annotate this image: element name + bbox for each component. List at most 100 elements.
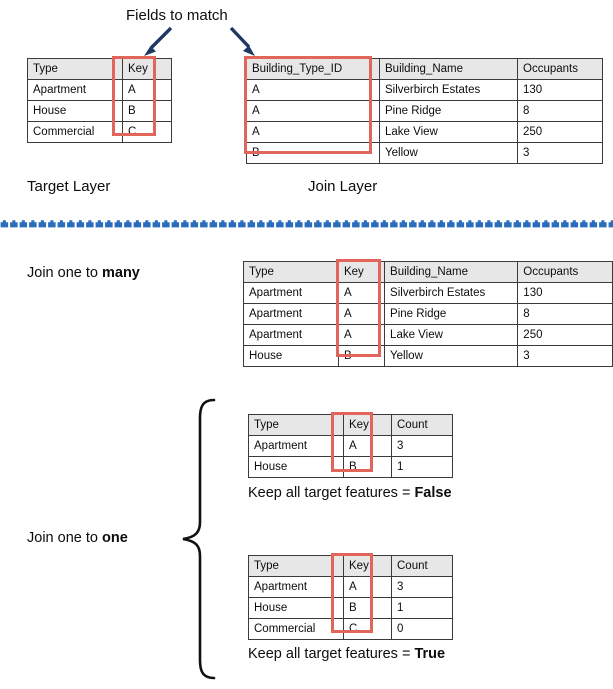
cell-building-name: Lake View <box>379 121 518 143</box>
cell-occupants: 250 <box>517 324 613 346</box>
cell-key: A <box>337 324 386 346</box>
cell-type: House <box>243 345 339 367</box>
keep-all-target-features-true: Keep all target features = True <box>248 645 445 663</box>
column-header-key: Key <box>122 58 172 80</box>
table-row: A Lake View 250 <box>246 121 603 143</box>
table-row: Apartment A Lake View 250 <box>243 324 613 346</box>
cell-type: Apartment <box>243 282 339 304</box>
one-to-one-true-table: Type Key Count Apartment A 3 House B 1 C… <box>248 555 453 640</box>
cell-occupants: 8 <box>517 100 603 122</box>
cell-type: House <box>248 597 344 619</box>
table-row: Apartment A 3 <box>248 435 453 457</box>
cell-type: Commercial <box>27 121 123 143</box>
table-header-row: Type Key Building_Name Occupants <box>243 261 613 283</box>
cell-key: B <box>343 456 392 478</box>
cell-type: Apartment <box>243 303 339 325</box>
table-header-row: Type Key Count <box>248 555 453 577</box>
cell-key: C <box>343 618 392 640</box>
one-to-one-false-table-wrapper: Type Key Count Apartment A 3 House B 1 <box>248 414 453 478</box>
cell-key: B <box>343 597 392 619</box>
cell-type: House <box>27 100 123 122</box>
cell-building-type-id: A <box>246 79 380 101</box>
cell-type: Apartment <box>27 79 123 101</box>
table-header-row: Type Key <box>27 58 172 80</box>
column-header-count: Count <box>391 555 453 577</box>
column-header-type: Type <box>248 555 344 577</box>
column-header-type: Type <box>248 414 344 436</box>
cell-building-name: Silverbirch Estates <box>384 282 519 304</box>
cell-count: 3 <box>391 435 453 457</box>
join-one-to-many-label-emphasis: many <box>101 265 140 281</box>
table-row: Commercial C <box>27 121 172 143</box>
cell-occupants: 130 <box>517 79 603 101</box>
target-layer-table-wrapper: Type Key Apartment A House B Commercial … <box>27 58 172 143</box>
target-layer-table: Type Key Apartment A House B Commercial … <box>27 58 172 143</box>
join-layer-table-wrapper: Building_Type_ID Building_Name Occupants… <box>246 58 603 164</box>
one-to-one-true-table-wrapper: Type Key Count Apartment A 3 House B 1 C… <box>248 555 453 640</box>
column-header-occupants: Occupants <box>517 261 613 283</box>
cell-key: B <box>122 100 172 122</box>
table-header-row: Building_Type_ID Building_Name Occupants <box>246 58 603 80</box>
cell-key: A <box>337 282 386 304</box>
cell-count: 1 <box>391 456 453 478</box>
table-row: A Silverbirch Estates 130 <box>246 79 603 101</box>
cell-building-name: Pine Ridge <box>384 303 519 325</box>
table-row: House B 1 <box>248 456 453 478</box>
cell-building-type-id: B <box>246 142 380 164</box>
keep-true-value: True <box>414 646 446 662</box>
arrow-down-right-icon <box>144 26 173 56</box>
table-row: Apartment A <box>27 79 172 101</box>
keep-false-value: False <box>414 485 452 501</box>
cell-type: Apartment <box>243 324 339 346</box>
table-row: B Yellow 3 <box>246 142 603 164</box>
cell-occupants: 3 <box>517 142 603 164</box>
arrow-left-wrapper <box>144 26 173 56</box>
join-one-to-many-label-text: Join one to <box>27 265 102 281</box>
cell-building-name: Lake View <box>384 324 519 346</box>
join-one-to-one-label-emphasis: one <box>101 530 128 546</box>
column-header-key: Key <box>343 555 392 577</box>
cell-building-name: Silverbirch Estates <box>379 79 518 101</box>
column-header-type: Type <box>27 58 123 80</box>
page-title: Fields to match <box>126 7 228 24</box>
cell-type: House <box>248 456 344 478</box>
cell-key: A <box>343 435 392 457</box>
cell-building-name: Pine Ridge <box>379 100 518 122</box>
cell-occupants: 8 <box>517 303 613 325</box>
decorative-divider-icon <box>0 219 613 230</box>
column-header-building-name: Building_Name <box>384 261 519 283</box>
cell-key: B <box>337 345 386 367</box>
column-header-building-name: Building_Name <box>379 58 518 80</box>
cell-building-type-id: A <box>246 121 380 143</box>
cell-key: C <box>122 121 172 143</box>
one-to-many-table-wrapper: Type Key Building_Name Occupants Apartme… <box>243 261 613 367</box>
join-one-to-one-label-text: Join one to <box>27 530 102 546</box>
cell-count: 0 <box>391 618 453 640</box>
table-row: House B <box>27 100 172 122</box>
table-row: Apartment A 3 <box>248 576 453 598</box>
join-one-to-one-label: Join one to one <box>27 529 128 547</box>
curly-brace-icon <box>182 398 216 680</box>
table-row: A Pine Ridge 8 <box>246 100 603 122</box>
arrow-right-wrapper <box>229 26 255 56</box>
one-to-many-table: Type Key Building_Name Occupants Apartme… <box>243 261 613 367</box>
table-header-row: Type Key Count <box>248 414 453 436</box>
cell-count: 1 <box>391 597 453 619</box>
column-header-count: Count <box>391 414 453 436</box>
one-to-one-false-table: Type Key Count Apartment A 3 House B 1 <box>248 414 453 478</box>
cell-building-type-id: A <box>246 100 380 122</box>
column-header-building-type-id: Building_Type_ID <box>246 58 380 80</box>
cell-type: Commercial <box>248 618 344 640</box>
cell-count: 3 <box>391 576 453 598</box>
cell-building-name: Yellow <box>379 142 518 164</box>
arrow-down-right-icon <box>229 26 255 56</box>
table-row: Apartment A Pine Ridge 8 <box>243 303 613 325</box>
cell-type: Apartment <box>248 576 344 598</box>
join-layer-table: Building_Type_ID Building_Name Occupants… <box>246 58 603 164</box>
cell-building-name: Yellow <box>384 345 519 367</box>
curly-brace-wrapper <box>182 398 216 680</box>
cell-type: Apartment <box>248 435 344 457</box>
keep-all-target-features-false: Keep all target features = False <box>248 484 452 502</box>
column-header-key: Key <box>337 261 386 283</box>
keep-true-text: Keep all target features = <box>248 646 415 662</box>
